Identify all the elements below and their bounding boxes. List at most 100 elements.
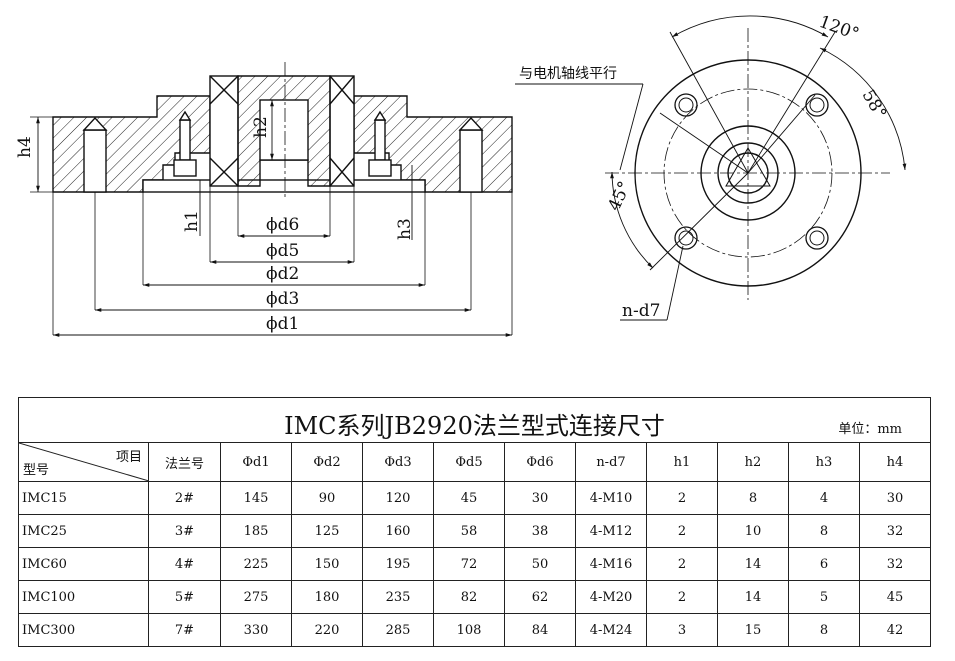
table-cell: 2 bbox=[646, 481, 718, 515]
table-cell: 150 bbox=[291, 547, 363, 581]
corner-diagonal bbox=[19, 443, 149, 481]
table-cell: 84 bbox=[504, 613, 576, 647]
corner-top-label: 项目 bbox=[115, 450, 142, 465]
table-cell: 7# bbox=[148, 613, 221, 647]
table-unit: 单位：mm bbox=[838, 422, 902, 437]
table-cell: 8 bbox=[788, 514, 860, 548]
table-cell: IMC60 bbox=[18, 547, 149, 581]
table-cell: 2 bbox=[646, 547, 718, 581]
label-h3: h3 bbox=[395, 218, 415, 240]
table-cell: 145 bbox=[220, 481, 292, 515]
table-cell: 4-M12 bbox=[575, 514, 647, 548]
header-cell: Φd5 bbox=[433, 442, 505, 482]
table-title: IMC系列JB2920法兰型式连接尺寸 bbox=[284, 412, 665, 440]
table-cell: 285 bbox=[362, 613, 434, 647]
table-cell: 32 bbox=[859, 547, 931, 581]
bearing-left bbox=[209, 75, 239, 187]
bearing-right bbox=[329, 75, 355, 187]
table-cell: 220 bbox=[291, 613, 363, 647]
table-cell: 8 bbox=[788, 613, 860, 647]
pin-right bbox=[458, 116, 484, 193]
table-cell: 4-M20 bbox=[575, 580, 647, 614]
section-view bbox=[30, 62, 513, 337]
table-cell: IMC25 bbox=[18, 514, 149, 548]
table-cell: 4-M10 bbox=[575, 481, 647, 515]
table-cell: 32 bbox=[859, 514, 931, 548]
table-row: IMC15 2# 145 90 120 45 30 4-M10 2 8 4 30 bbox=[18, 481, 931, 515]
header-cell: Φd6 bbox=[504, 442, 576, 482]
table-cell: 2 bbox=[646, 514, 718, 548]
label-58: 58° bbox=[858, 87, 890, 123]
label-h2: h2 bbox=[251, 116, 271, 138]
table-cell: 4# bbox=[148, 547, 221, 581]
bolt-left bbox=[173, 110, 197, 177]
table-row: IMC25 3# 185 125 160 58 38 4-M12 2 10 8 … bbox=[18, 514, 931, 548]
pin-left bbox=[82, 116, 108, 193]
table-cell: 38 bbox=[504, 514, 576, 548]
table-cell: 14 bbox=[717, 547, 789, 581]
front-view bbox=[515, 15, 907, 321]
header-cell: 法兰号 bbox=[148, 442, 221, 482]
label-45: 45° bbox=[604, 178, 635, 214]
label-d2: ϕd2 bbox=[266, 264, 299, 284]
label-parallel-note: 与电机轴线平行 bbox=[519, 66, 617, 82]
table-cell: 2# bbox=[148, 481, 221, 515]
table-row: IMC300 7# 330 220 285 108 84 4-M24 3 15 … bbox=[18, 613, 931, 647]
table-row: IMC60 4# 225 150 195 72 50 4-M16 2 14 6 … bbox=[18, 547, 931, 581]
table-cell: 8 bbox=[717, 481, 789, 515]
label-h1: h1 bbox=[182, 210, 202, 232]
table-cell: 45 bbox=[433, 481, 505, 515]
table-cell: 235 bbox=[362, 580, 434, 614]
bolt-right bbox=[368, 110, 392, 177]
table-cell: 50 bbox=[504, 547, 576, 581]
table-cell: 225 bbox=[220, 547, 292, 581]
table-cell: 120 bbox=[362, 481, 434, 515]
table-cell: 90 bbox=[291, 481, 363, 515]
table-cell: 180 bbox=[291, 580, 363, 614]
label-d6: ϕd6 bbox=[266, 215, 299, 235]
table-cell: 2 bbox=[646, 580, 718, 614]
header-cell: h3 bbox=[788, 442, 860, 482]
label-d5: ϕd5 bbox=[266, 241, 299, 261]
table-title-cell: IMC系列JB2920法兰型式连接尺寸 单位：mm bbox=[18, 397, 931, 443]
table-cell: 275 bbox=[220, 580, 292, 614]
header-cell: Φd3 bbox=[362, 442, 434, 482]
table-cell: 3 bbox=[646, 613, 718, 647]
table-cell: 125 bbox=[291, 514, 363, 548]
hole-1 bbox=[674, 93, 698, 117]
table-cell: 108 bbox=[433, 613, 505, 647]
header-cell: h1 bbox=[646, 442, 718, 482]
table-cell: 62 bbox=[504, 580, 576, 614]
label-d1: ϕd1 bbox=[266, 314, 299, 334]
header-cell: Φd1 bbox=[220, 442, 292, 482]
table-cell: IMC300 bbox=[18, 613, 149, 647]
table-cell: 195 bbox=[362, 547, 434, 581]
header-cell: Φd2 bbox=[291, 442, 363, 482]
table-cell: 4 bbox=[788, 481, 860, 515]
corner-bottom-label: 型号 bbox=[23, 463, 50, 478]
table-row: IMC100 5# 275 180 235 82 62 4-M20 2 14 5… bbox=[18, 580, 931, 614]
table-cell: 160 bbox=[362, 514, 434, 548]
table-cell: 58 bbox=[433, 514, 505, 548]
hole-3 bbox=[674, 226, 698, 250]
header-cell: n-d7 bbox=[575, 442, 647, 482]
hole-4 bbox=[805, 226, 829, 250]
table-cell: 15 bbox=[717, 613, 789, 647]
table-cell: 45 bbox=[859, 580, 931, 614]
label-h4: h4 bbox=[15, 136, 35, 158]
table-cell: 330 bbox=[220, 613, 292, 647]
table-cell: 82 bbox=[433, 580, 505, 614]
bottom-plate bbox=[142, 179, 426, 193]
table-cell: 4-M16 bbox=[575, 547, 647, 581]
engineering-drawing: h4 h2 h1 h3 ϕd6 ϕd5 ϕd2 ϕd3 ϕd1 bbox=[15, 12, 907, 337]
hole-2 bbox=[805, 93, 829, 117]
table-cell: 3# bbox=[148, 514, 221, 548]
table-cell: IMC100 bbox=[18, 580, 149, 614]
table-cell: 30 bbox=[504, 481, 576, 515]
table-cell: 72 bbox=[433, 547, 505, 581]
table-cell: 42 bbox=[859, 613, 931, 647]
label-d3: ϕd3 bbox=[266, 289, 299, 309]
table-cell: 185 bbox=[220, 514, 292, 548]
table-cell: 5# bbox=[148, 580, 221, 614]
corner-cell: 项目 型号 bbox=[18, 442, 149, 482]
